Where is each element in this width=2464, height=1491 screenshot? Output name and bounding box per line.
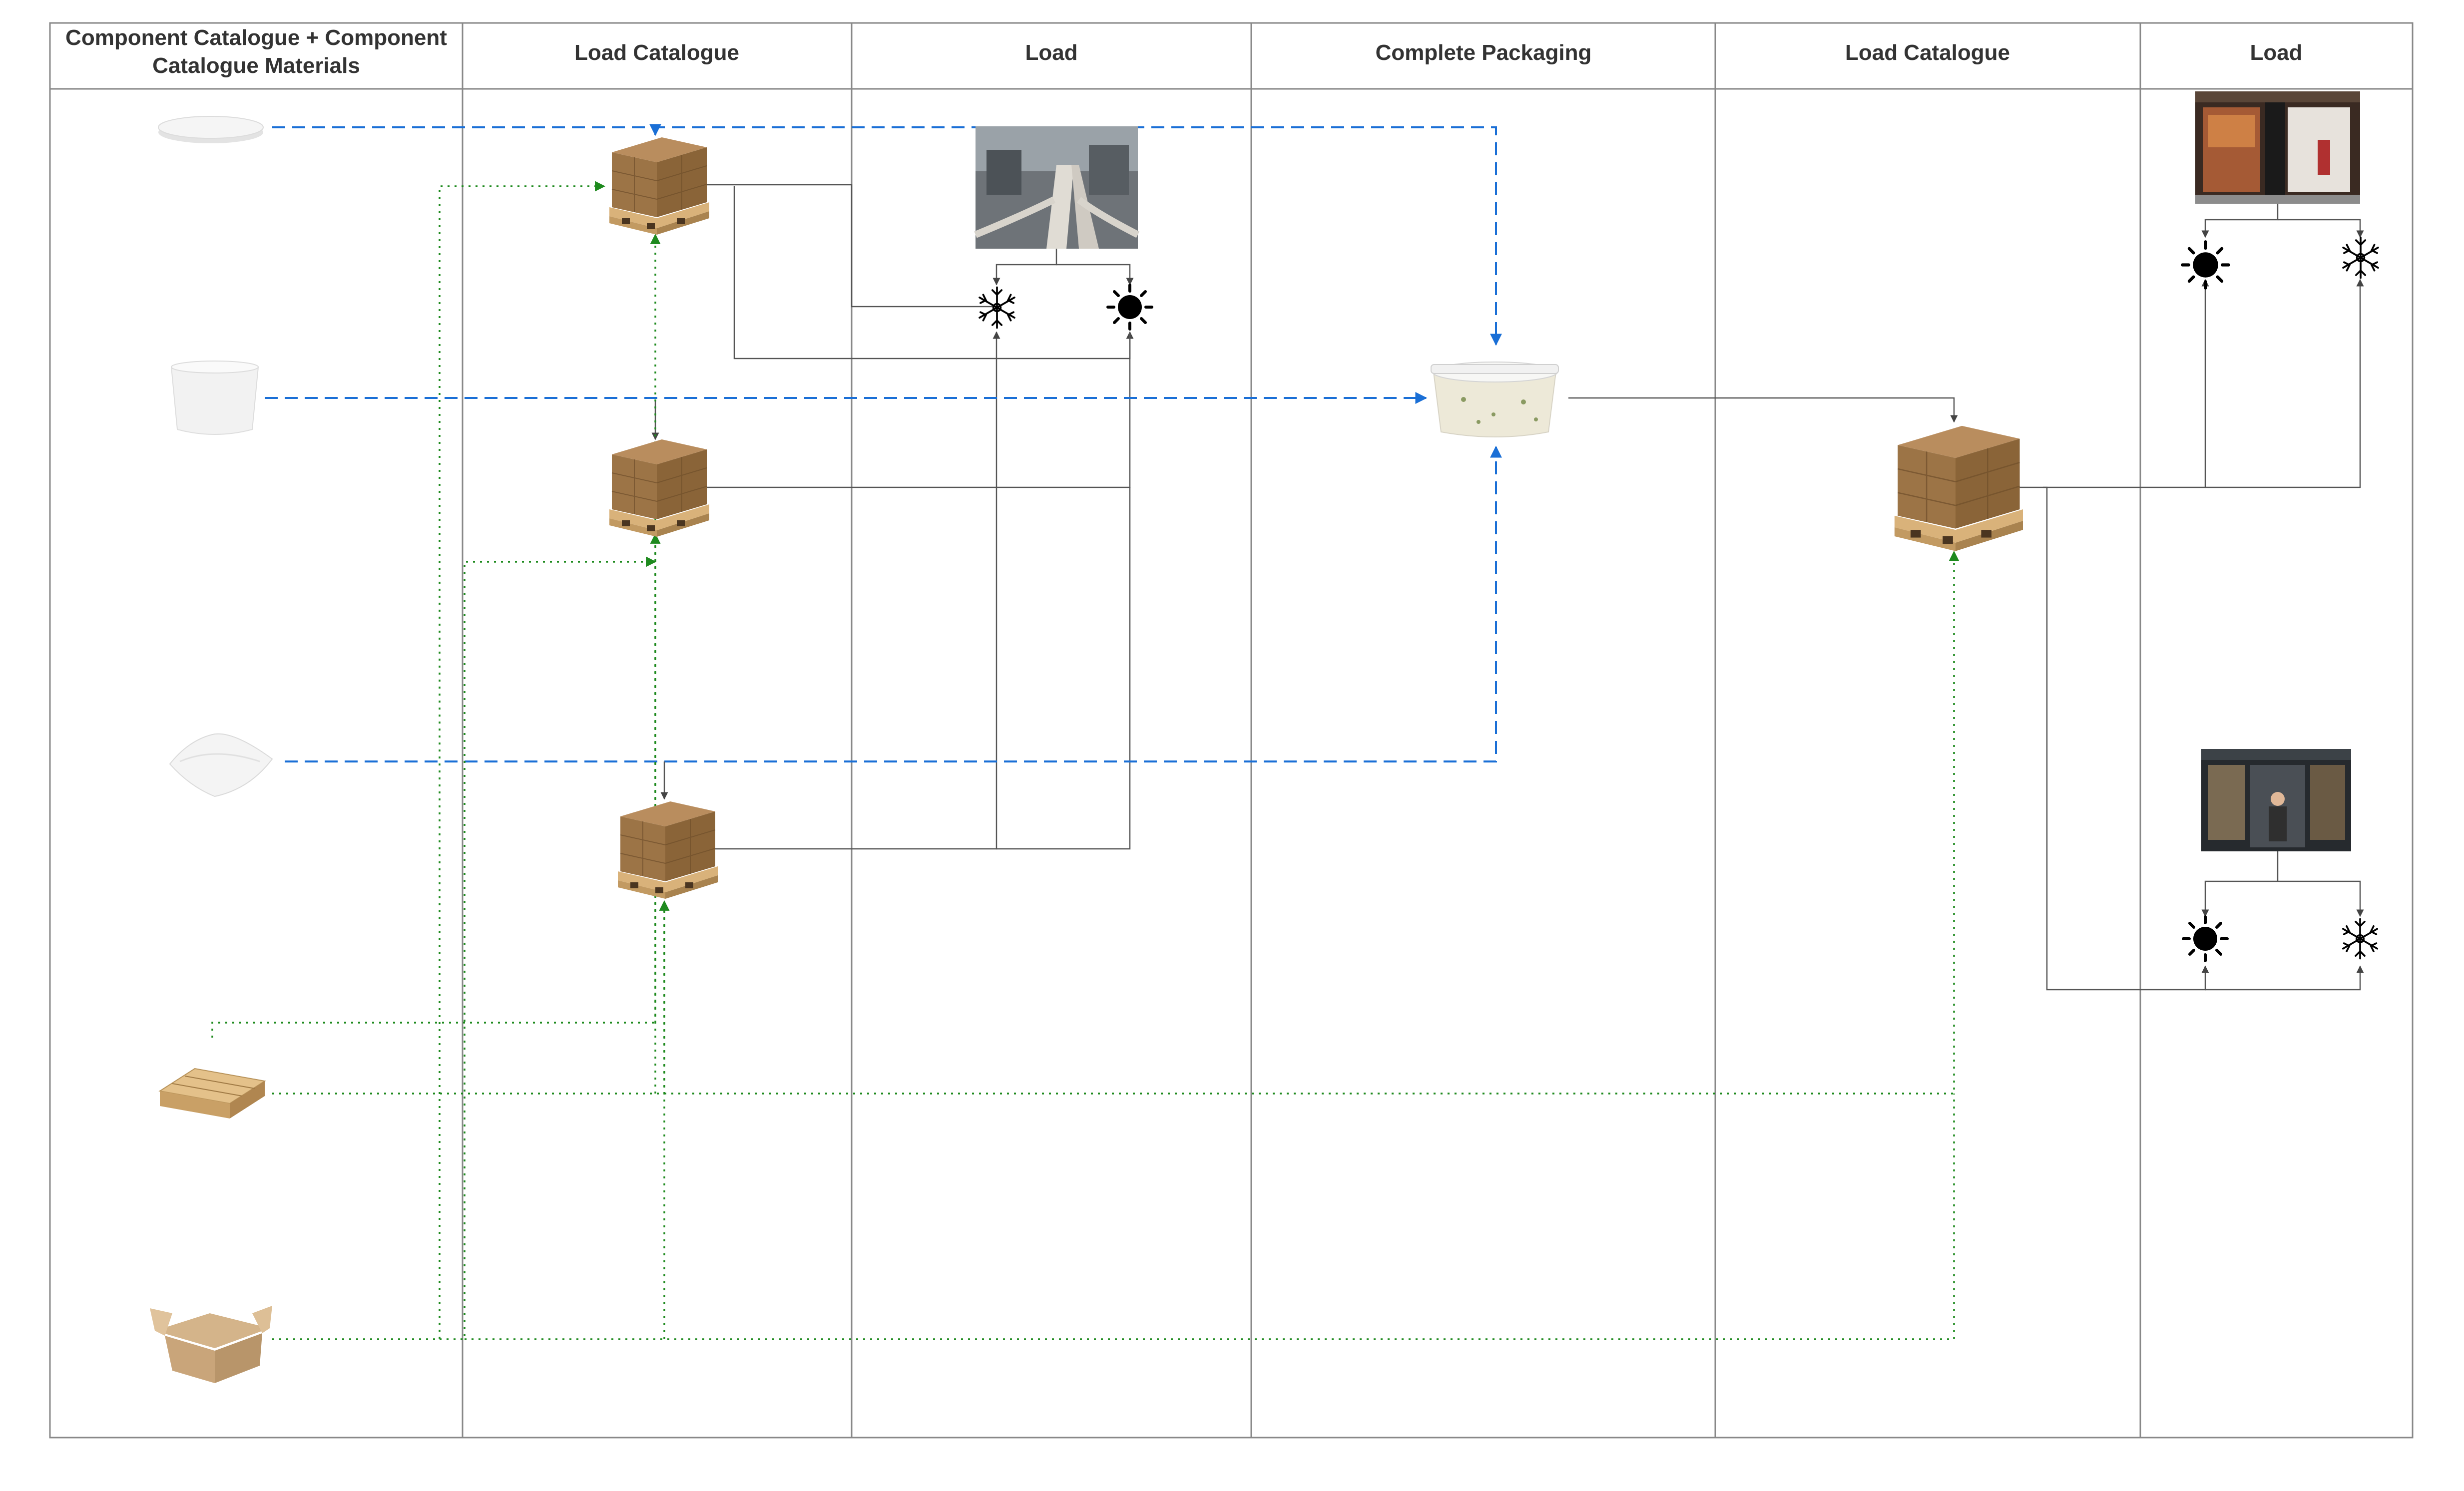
flow-pallet-to-pallet3 (272, 900, 670, 1095)
cardboard-box-material (150, 1306, 272, 1383)
load-connectors (707, 184, 2364, 991)
connector-final-to-ambient-store1 (2018, 279, 2209, 488)
connector-pallet3-to-cold (714, 487, 997, 850)
connector-final-to-cold-store2 (2205, 965, 2364, 991)
flow-box-to-final-pallet (465, 1094, 1955, 1340)
lane-title-load-catalogue-2: Load Catalogue (1845, 40, 2010, 65)
connector-pallet1-to-cold (707, 184, 996, 308)
connector-store2-to-ambient (2201, 851, 2279, 917)
connector-conveyor-to-cold (992, 248, 1057, 286)
ambient-store2-icon (2183, 917, 2227, 961)
cold-store2-icon (2342, 918, 2379, 960)
lane-title-load-2: Load (2250, 40, 2302, 65)
connector-product-to-final-pallet (1568, 397, 1958, 423)
pallet-stack-tub (609, 439, 710, 537)
conveyor-line-photo (974, 126, 1140, 249)
connector-pallet3-to-ambient (996, 487, 1131, 850)
store-front-photo-2 (2201, 749, 2351, 851)
finished-pallet-stack (1894, 425, 2024, 552)
flow-lid-to-product (272, 126, 1502, 346)
flow-pallet-branch (211, 1022, 655, 1038)
lane-title-load-1: Load (1025, 40, 1077, 65)
tub-material (170, 361, 259, 435)
connector-store2-to-cold (2278, 880, 2364, 917)
cold-store1-icon (2342, 236, 2379, 279)
connector-conveyor-to-ambient (1056, 264, 1134, 286)
connector-final-to-cold-store1 (2205, 279, 2364, 488)
flow-box-to-pallet1 (272, 181, 606, 1340)
swimlane-frame (49, 22, 2414, 1439)
ambient-store1-icon (2182, 242, 2228, 288)
lane-title-load-catalogue-1: Load Catalogue (574, 40, 739, 65)
connector-pallet2-to-ambient (996, 332, 1131, 488)
flow-film-to-product (285, 445, 1502, 762)
lane-title-materials: Component Catalogue + Component (65, 25, 447, 50)
component-flow (265, 124, 1502, 762)
pallet-stack-film (617, 801, 718, 899)
wooden-pallet-material (158, 1068, 266, 1118)
store-front-photo-1 (2195, 91, 2360, 204)
connector-store1-to-ambient (2201, 204, 2279, 238)
ambient-storage-icon (1108, 285, 1152, 329)
flow-box-to-pallet2 (440, 556, 657, 1340)
connector-final-to-ambient-store2 (2043, 486, 2209, 991)
lane-title-materials-line2: Catalogue Materials (152, 53, 360, 78)
cold-storage-icon (979, 286, 1015, 329)
finished-tub-product (1431, 362, 1559, 437)
pallet-stack-lid (609, 137, 710, 235)
lid-material (158, 116, 264, 143)
flow-pallet-to-final-pallet (664, 550, 1960, 1095)
film-material (169, 733, 273, 797)
connector-store1-to-cold (2278, 219, 2364, 238)
packaging-flow (211, 181, 1960, 1340)
lane-headers: Component Catalogue + Component Catalogu… (65, 25, 2303, 78)
lane-title-complete-packaging: Complete Packaging (1376, 40, 1592, 65)
catalogue-drops (651, 399, 668, 800)
